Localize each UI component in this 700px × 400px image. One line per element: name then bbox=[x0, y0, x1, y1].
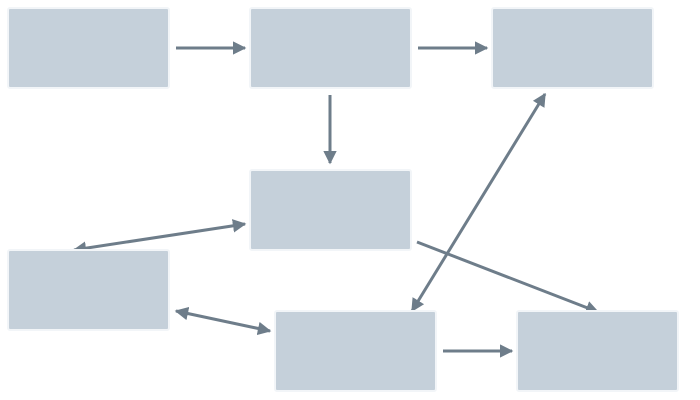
node-n2 bbox=[249, 7, 412, 89]
edge-n4-to-n5 bbox=[72, 219, 247, 255]
node-box bbox=[7, 7, 170, 89]
node-box bbox=[7, 249, 170, 331]
edge-n5-to-n6 bbox=[174, 306, 272, 336]
edges-layer bbox=[72, 41, 600, 358]
node-n1 bbox=[7, 7, 170, 89]
node-n5 bbox=[7, 249, 170, 331]
node-box bbox=[249, 169, 412, 251]
node-box bbox=[249, 7, 412, 89]
node-n7 bbox=[516, 310, 679, 392]
node-n3 bbox=[491, 7, 654, 89]
edge-n6-to-n3 bbox=[410, 92, 547, 313]
nodes-layer bbox=[7, 7, 679, 392]
node-n4 bbox=[249, 169, 412, 251]
node-box bbox=[491, 7, 654, 89]
node-box bbox=[274, 310, 437, 392]
edge-n4-to-n7 bbox=[416, 240, 600, 314]
node-box bbox=[516, 310, 679, 392]
node-n6 bbox=[274, 310, 437, 392]
